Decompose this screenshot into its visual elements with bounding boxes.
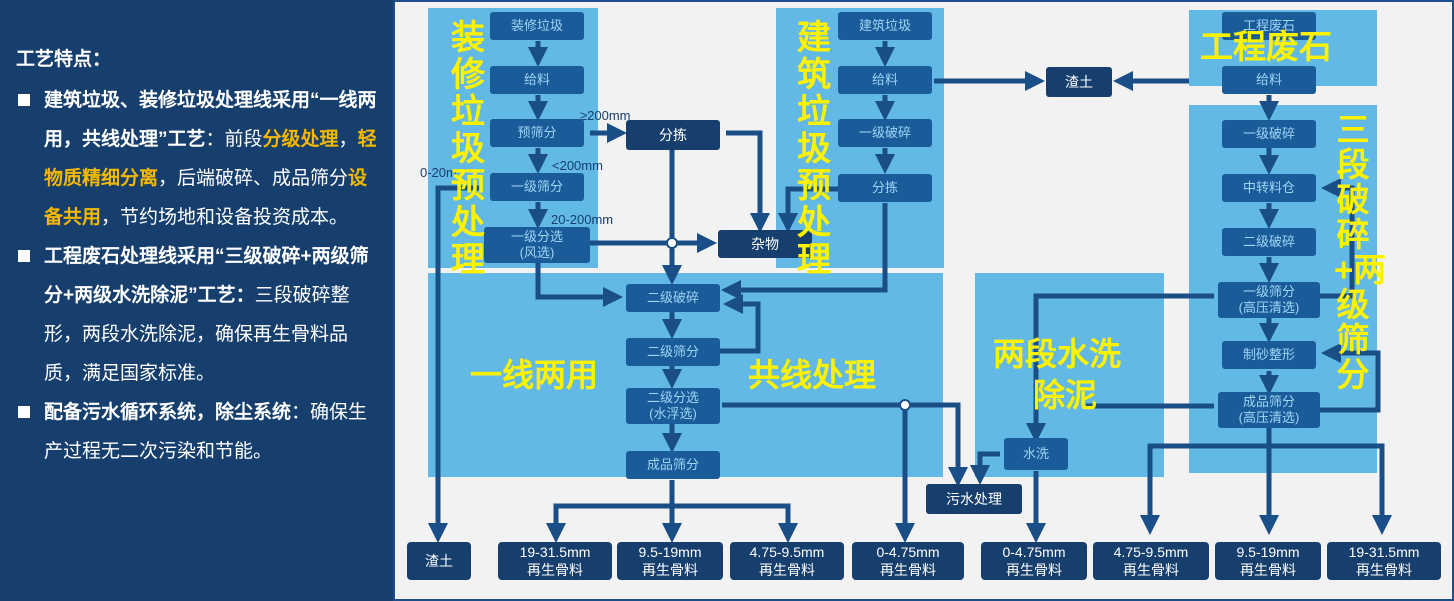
- two-stage-wash-title-2: 除泥: [1033, 377, 1098, 413]
- washing-node: 水洗: [1004, 438, 1068, 470]
- decoration-pretreatment-title: 装修垃圾预处理: [451, 19, 485, 279]
- three-stage-crush-title: 三段破碎+两级筛分: [1334, 111, 1387, 393]
- output-sublabel: 再生骨料: [1123, 562, 1179, 578]
- output-label: 0-4.75mm: [1002, 544, 1066, 560]
- bullet1-bold: 建筑垃圾、装修垃圾处理线采用“一线两用，共线处理”工艺: [44, 90, 377, 150]
- output-9.5-19-left: 9.5-19mm 再生骨料: [617, 542, 723, 580]
- bullet-square-icon: [18, 250, 30, 262]
- output-sublabel: 再生骨料: [1240, 562, 1296, 578]
- one-line-two-uses-title: 一线两用: [470, 357, 599, 393]
- junction-dot: [899, 399, 911, 411]
- construction-pretreatment-title: 建筑垃圾预处理: [797, 19, 831, 279]
- bullet1-text-a: ：前段: [205, 129, 263, 150]
- output-sublabel: 再生骨料: [759, 562, 815, 578]
- output-sublabel: 再生骨料: [527, 562, 583, 578]
- output-label: 19-31.5mm: [519, 544, 591, 560]
- construction-sort-node: 分拣: [838, 174, 932, 202]
- rock-crush1-node: 一级破碎: [1222, 120, 1316, 148]
- decoration-feed-node: 给料: [490, 66, 584, 94]
- output-label: 4.75-9.5mm: [1113, 544, 1189, 560]
- waste-rock-title: 工程废石: [1200, 28, 1332, 65]
- sorting-node: 分拣: [626, 120, 720, 150]
- product-screen-node: 成品筛分: [626, 451, 720, 479]
- bullet3-bold: 配备污水循环系统，除尘系统: [44, 402, 292, 423]
- bullet-square-icon: [18, 94, 30, 106]
- feature-bullet-2: 工程废石处理线采用“三级破碎+两级筛分+两级水洗除泥”工艺：三段破碎整形，两段水…: [16, 237, 379, 393]
- secondary-sort-label: 二级分选: [646, 390, 699, 405]
- rock-screen1-node: 一级筛分 (高压清选): [1218, 282, 1320, 318]
- rock-screen1-label: 一级筛分: [1242, 284, 1295, 299]
- bullet2-text: 三段破碎整形，两段水洗除泥，确保再生骨料品质，满足国家标准。: [44, 285, 350, 384]
- secondary-screen-node: 二级筛分: [626, 338, 720, 366]
- debris-node: 杂物: [718, 230, 812, 258]
- secondary-crush-node: 二级破碎: [626, 284, 720, 312]
- bullet1-text-c: ，后端破碎、成品筛分: [158, 168, 349, 189]
- shared-line-title: 共线处理: [748, 357, 877, 393]
- rock-feed-node: 给料: [1222, 66, 1316, 94]
- output-label: 9.5-19mm: [638, 544, 702, 560]
- output-sublabel: 再生骨料: [880, 562, 936, 578]
- rock-product-screen-label: 成品筛分: [1242, 394, 1295, 409]
- slag-top-node: 渣土: [1046, 67, 1112, 97]
- output-19-31.5-left: 19-31.5mm 再生骨料: [498, 542, 612, 580]
- decoration-waste-node: 装修垃圾: [490, 12, 584, 40]
- output-sublabel: 再生骨料: [1356, 562, 1412, 578]
- edge-label-ge200: ≥200mm: [580, 108, 631, 123]
- primary-screen-node: 一级筛分: [490, 173, 584, 201]
- sewage-treatment-node: 污水处理: [926, 484, 1022, 514]
- rock-screen1-sublabel: (高压清选): [1238, 300, 1300, 315]
- secondary-sort-sublabel: (水浮选): [649, 406, 697, 421]
- feature-bullet-1: 建筑垃圾、装修垃圾处理线采用“一线两用，共线处理”工艺：前段分级处理，轻物质精细…: [16, 81, 379, 237]
- primary-sort-label: 一级分选: [510, 229, 563, 244]
- rock-product-screen-node: 成品筛分 (高压清选): [1218, 392, 1320, 428]
- construction-waste-node: 建筑垃圾: [838, 12, 932, 40]
- process-features-panel: 工艺特点： 建筑垃圾、装修垃圾处理线采用“一线两用，共线处理”工艺：前段分级处理…: [0, 0, 393, 601]
- silo-node: 中转料仓: [1222, 174, 1316, 202]
- two-stage-wash-title-1: 两段水洗: [993, 336, 1122, 372]
- output-0-4.75-rock: 0-4.75mm 再生骨料: [981, 542, 1087, 580]
- prescreen-node: 预筛分: [490, 119, 584, 147]
- features-heading: 工艺特点：: [16, 49, 112, 70]
- bullet1-text-d: ，节约场地和设备投资成本。: [101, 207, 349, 228]
- output-label: 4.75-9.5mm: [749, 544, 825, 560]
- output-slag: 渣土: [407, 542, 471, 580]
- primary-sort-node: 一级分选 (风选): [484, 227, 590, 263]
- output-sublabel: 再生骨料: [1006, 562, 1062, 578]
- secondary-sort-node: 二级分选 (水浮选): [626, 388, 720, 424]
- bullet2-bold: 工程废石处理线采用“三级破碎+两级筛分+两级水洗除泥”工艺：: [44, 246, 369, 306]
- output-label: 0-4.75mm: [876, 544, 940, 560]
- output-0-4.75-shared: 0-4.75mm 再生骨料: [852, 542, 964, 580]
- output-4.75-9.5-left: 4.75-9.5mm 再生骨料: [730, 542, 844, 580]
- edge-label-20-200: 20-200mm: [551, 212, 614, 227]
- output-label: 19-31.5mm: [1348, 544, 1420, 560]
- rock-waste-node: 工程废石: [1222, 12, 1316, 40]
- bullet1-text-b: ，: [338, 129, 358, 150]
- bullet-square-icon: [18, 406, 30, 418]
- output-19-31.5-rock: 19-31.5mm 再生骨料: [1327, 542, 1441, 580]
- junction-dot: [666, 237, 678, 249]
- bullet1-highlight-3: 设备共用: [44, 168, 368, 228]
- output-label: 渣土: [425, 553, 453, 569]
- output-label: 9.5-19mm: [1236, 544, 1300, 560]
- edge-label-0-20: 0-20mm: [420, 165, 456, 180]
- bullet1-highlight-2: 轻物质精细分离: [44, 129, 377, 189]
- edge-label-lt200: <200mm: [552, 158, 603, 173]
- rock-crush2-node: 二级破碎: [1222, 228, 1316, 256]
- output-4.75-9.5-rock: 4.75-9.5mm 再生骨料: [1093, 542, 1209, 580]
- output-9.5-19-rock: 9.5-19mm 再生骨料: [1215, 542, 1321, 580]
- feature-bullet-3: 配备污水循环系统，除尘系统：确保生产过程无二次污染和节能。: [16, 393, 379, 471]
- bullet3-text: ：确保生产过程无二次污染和节能。: [44, 402, 368, 462]
- construction-feed-node: 给料: [838, 66, 932, 94]
- primary-sort-sublabel: (风选): [519, 245, 555, 260]
- output-sublabel: 再生骨料: [642, 562, 698, 578]
- rock-product-screen-sublabel: (高压清选): [1238, 410, 1300, 425]
- construction-crush1-node: 一级破碎: [838, 119, 932, 147]
- bullet1-highlight-1: 分级处理: [262, 129, 339, 150]
- sand-shaping-node: 制砂整形: [1222, 341, 1316, 369]
